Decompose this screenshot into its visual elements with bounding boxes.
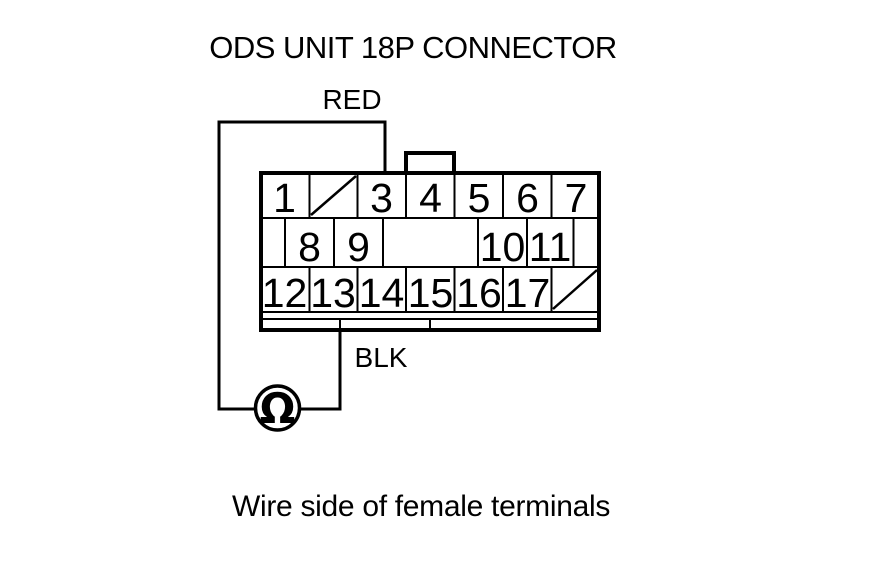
red-wire-line [217,120,387,411]
black-wire-line [299,330,342,411]
pin-10-label: 10 [480,224,526,270]
ohmmeter: Ω [253,384,302,433]
pin-13-label: 13 [310,270,356,316]
pin-9-label: 9 [347,224,370,270]
ohmmeter-circle [253,384,302,432]
no-terminal-slash-row1 [310,175,357,216]
red-wire-label: RED [322,84,381,115]
pin-labels: 1 3 4 5 6 7 8 9 10 11 12 13 14 15 16 17 [262,175,588,316]
pin-12-label: 12 [262,270,308,316]
pin-3-label: 3 [370,175,393,221]
no-terminal-slash-row3 [552,269,598,310]
pin-4-label: 4 [419,175,442,221]
ohmmeter-symbol: Ω [260,384,296,433]
red-wire [217,120,387,411]
diagram-title: ODS UNIT 18P CONNECTOR [209,30,617,65]
connector-body [259,171,601,332]
pin-5-label: 5 [468,175,491,221]
connector-grid [261,175,599,329]
pin-7-label: 7 [565,175,588,221]
black-wire-label: BLK [355,342,408,373]
black-wire [299,330,342,411]
caption: Wire side of female terminals [232,490,610,523]
pin-17-label: 17 [505,270,551,316]
pin-6-label: 6 [516,175,539,221]
pin-8-label: 8 [298,224,321,270]
pin-1-label: 1 [273,175,296,221]
pin-15-label: 15 [408,270,454,316]
pin-16-label: 16 [456,270,502,316]
pin-11-label: 11 [529,224,572,270]
pin-14-label: 14 [359,270,405,316]
